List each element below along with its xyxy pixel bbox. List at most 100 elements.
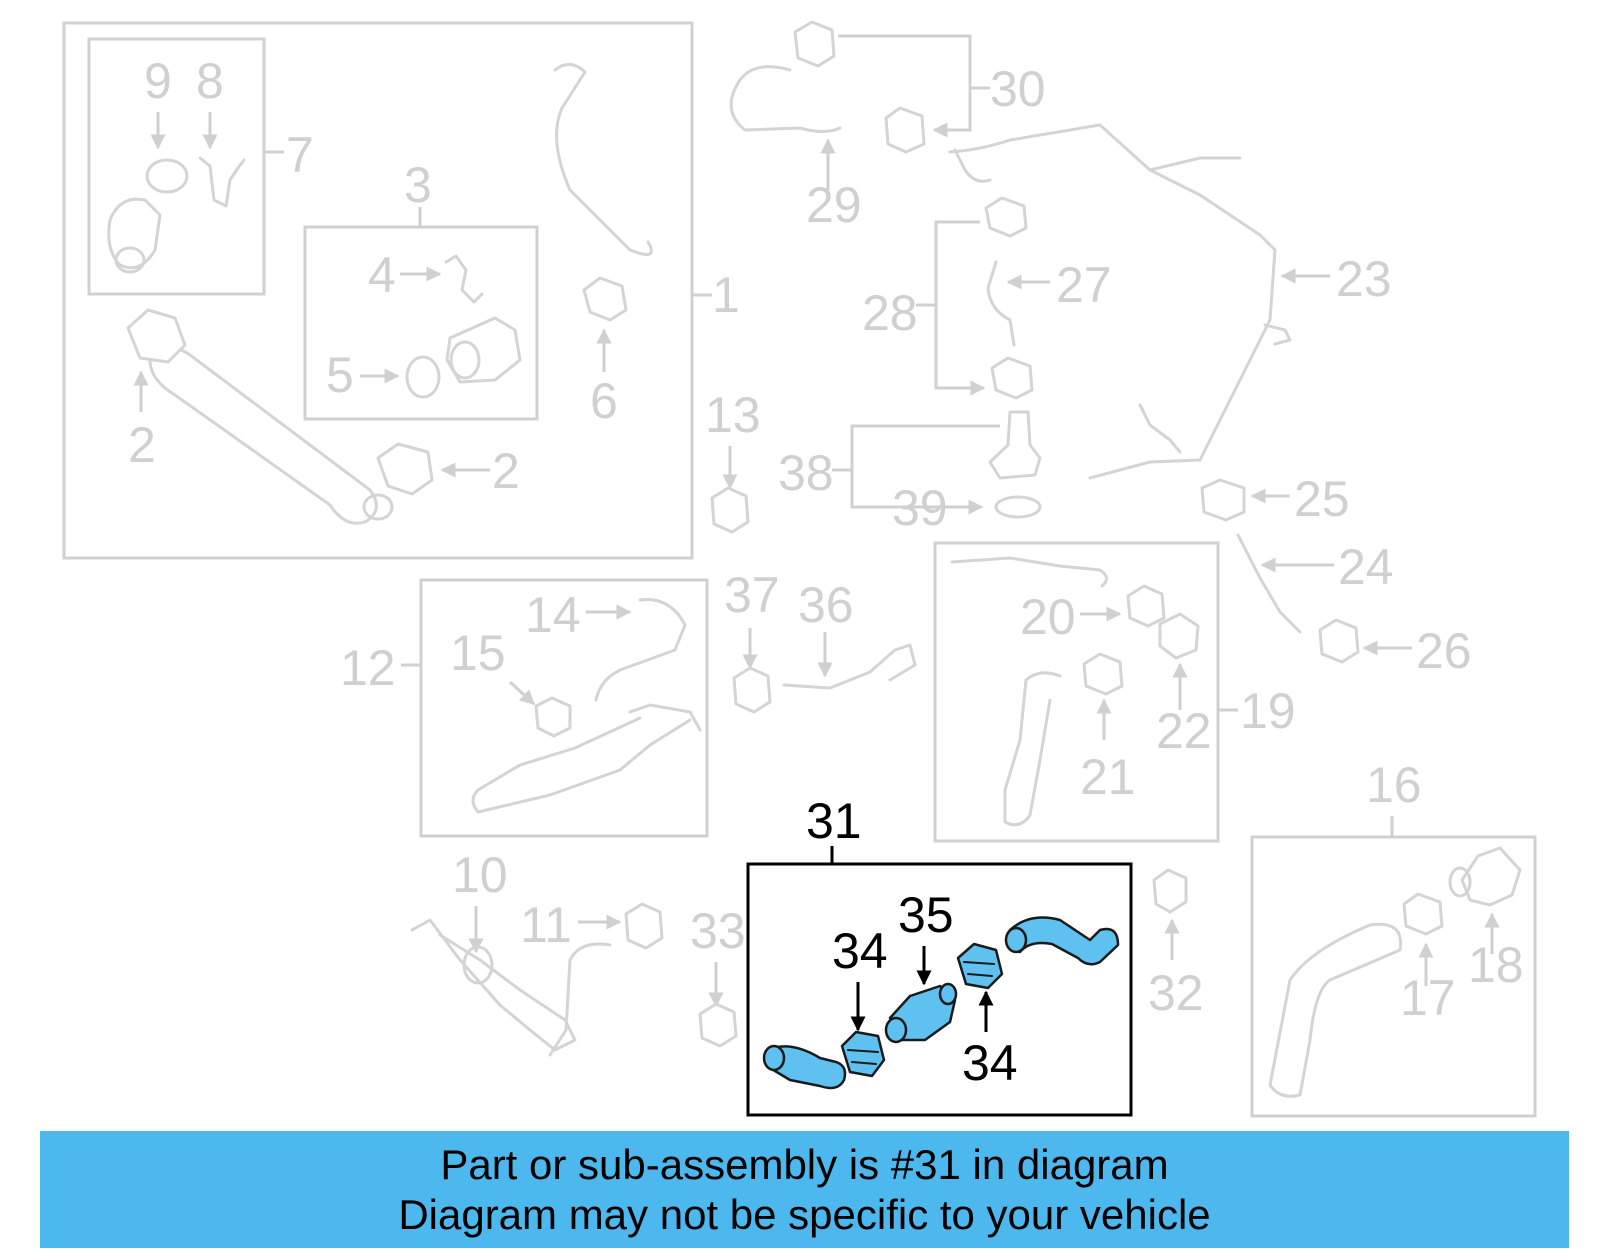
clamp-part-11 xyxy=(624,902,664,950)
callout-34a[interactable]: 34 xyxy=(832,923,888,979)
callout-23[interactable]: 23 xyxy=(1336,251,1392,307)
callout-29[interactable]: 29 xyxy=(806,177,862,233)
clamp-part-2a xyxy=(126,308,187,364)
clamp-part-15 xyxy=(534,696,572,738)
callout-19[interactable]: 19 xyxy=(1240,683,1296,739)
callout-26[interactable]: 26 xyxy=(1416,623,1472,679)
callout-12[interactable]: 12 xyxy=(340,640,396,696)
clamp-part-28a xyxy=(984,196,1028,238)
callout-16[interactable]: 16 xyxy=(1366,757,1422,813)
clamp-part-30b xyxy=(884,106,926,154)
connector-end xyxy=(114,246,146,274)
hose-part-36 xyxy=(782,643,917,690)
callout-34b[interactable]: 34 xyxy=(962,1035,1018,1091)
callout-9[interactable]: 9 xyxy=(144,53,172,109)
clamp-part-6 xyxy=(582,276,628,322)
hose-part-27 xyxy=(986,260,1016,347)
group-box-1 xyxy=(62,21,694,560)
callout-38[interactable]: 38 xyxy=(778,445,834,501)
callout-28[interactable]: 28 xyxy=(862,285,918,341)
callout-33[interactable]: 33 xyxy=(690,903,746,959)
callout-27[interactable]: 27 xyxy=(1056,257,1112,313)
o-ring-part-39 xyxy=(994,495,1042,519)
hose-part-10 xyxy=(410,918,577,1052)
callout-35[interactable]: 35 xyxy=(898,887,954,943)
callout-24[interactable]: 24 xyxy=(1338,539,1394,595)
callout-32[interactable]: 32 xyxy=(1148,965,1204,1021)
callout-4[interactable]: 4 xyxy=(368,247,396,303)
clamp-part-17 xyxy=(1402,892,1444,936)
callout-36[interactable]: 36 xyxy=(798,577,854,633)
hose-31-upper-end[interactable] xyxy=(1004,926,1028,954)
callout-17[interactable]: 17 xyxy=(1400,970,1456,1026)
pipe-tab xyxy=(1263,323,1292,346)
bracket-part-4 xyxy=(444,254,484,304)
callout-1[interactable]: 1 xyxy=(712,267,740,323)
hose-part-19-top xyxy=(950,556,1108,588)
thermostat-housing-part xyxy=(445,316,522,384)
callout-2a[interactable]: 2 xyxy=(128,417,156,473)
clamp-part-2b xyxy=(376,442,434,496)
callout-15[interactable]: 15 xyxy=(450,625,506,681)
callout-10[interactable]: 10 xyxy=(452,847,508,903)
hose-part-upper xyxy=(553,63,653,256)
callout-5[interactable]: 5 xyxy=(326,347,354,403)
callout-8[interactable]: 8 xyxy=(196,53,224,109)
group-box-31 xyxy=(746,862,1133,1117)
callout-2b[interactable]: 2 xyxy=(492,443,520,499)
hose-end xyxy=(362,493,394,521)
pipe-part-12 xyxy=(471,716,692,814)
callout-31[interactable]: 31 xyxy=(806,793,862,849)
clamp-part-34b[interactable] xyxy=(956,942,1004,990)
callout-22[interactable]: 22 xyxy=(1156,703,1212,759)
callout-21[interactable]: 21 xyxy=(1080,749,1136,805)
fitting-part-18 xyxy=(1460,846,1522,907)
callout-11[interactable]: 11 xyxy=(520,897,572,953)
callout-3[interactable]: 3 xyxy=(404,157,432,213)
callout-13[interactable]: 13 xyxy=(705,387,761,443)
group-box-16 xyxy=(1250,835,1537,1118)
valve-35-port-left[interactable] xyxy=(884,1016,908,1044)
housing-port xyxy=(449,340,481,380)
cap-part-22 xyxy=(1158,612,1200,660)
clamp-part-32 xyxy=(1152,868,1188,914)
clamp-part-33 xyxy=(698,1002,738,1048)
clamp-part-37 xyxy=(732,666,772,714)
banner-line-2: Diagram may not be specific to your vehi… xyxy=(398,1190,1211,1238)
pipe-bracket xyxy=(1138,403,1182,454)
clamp-part-13 xyxy=(710,486,750,534)
hose-10-joint xyxy=(462,945,494,985)
valve-part-38 xyxy=(988,410,1042,480)
pipe-part-23 xyxy=(948,123,1277,480)
callout-39[interactable]: 39 xyxy=(892,480,948,536)
clamp-34a-detail xyxy=(847,1049,879,1065)
fitting-port xyxy=(1448,866,1472,898)
group-box-19 xyxy=(933,541,1220,843)
callout-30[interactable]: 30 xyxy=(990,61,1046,117)
callout-20[interactable]: 20 xyxy=(1020,589,1076,645)
callout-25[interactable]: 25 xyxy=(1294,471,1350,527)
callout-14[interactable]: 14 xyxy=(525,587,581,643)
info-banner: Part or sub-assembly is #31 in diagram D… xyxy=(40,1131,1569,1248)
hose-part-19 xyxy=(1003,671,1062,827)
clamp-part-34a[interactable] xyxy=(840,1030,886,1078)
valve-35-port-right[interactable] xyxy=(938,982,958,1006)
o-ring-part-9 xyxy=(145,158,189,194)
o-ring-part-5 xyxy=(405,355,441,399)
hose-part-11 xyxy=(548,942,612,1057)
callout-37[interactable]: 37 xyxy=(724,567,780,623)
clamp-part-26 xyxy=(1318,618,1360,664)
clamp-part-28b xyxy=(990,356,1034,400)
hose-31-lower-end[interactable] xyxy=(762,1044,786,1072)
clamp-part-30a xyxy=(793,20,836,68)
group-box-12 xyxy=(419,578,709,838)
clip-part-8 xyxy=(198,156,246,208)
callout-6[interactable]: 6 xyxy=(590,373,618,429)
callout-18[interactable]: 18 xyxy=(1468,937,1524,993)
callout-7[interactable]: 7 xyxy=(286,127,314,183)
clamp-part-21 xyxy=(1082,652,1124,696)
hose-part-29 xyxy=(729,65,842,133)
banner-line-1: Part or sub-assembly is #31 in diagram xyxy=(440,1140,1169,1188)
pipe-flange xyxy=(628,703,702,732)
